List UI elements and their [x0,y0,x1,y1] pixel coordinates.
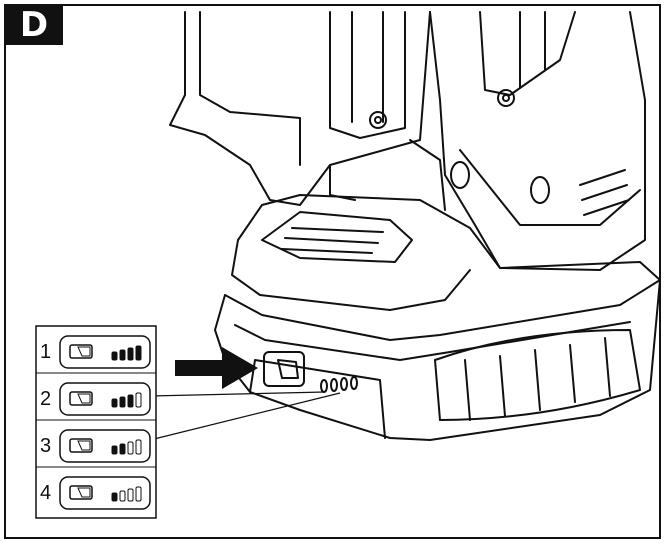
led-bar [119,443,126,455]
button-icon [69,344,93,359]
indicator-panel [59,382,151,416]
led-bar [135,345,142,361]
grip-ridges [434,337,611,421]
battery-body [214,279,661,441]
led-bar [135,439,142,455]
gauge-button [263,351,305,387]
button-icon [69,485,93,500]
indicator-number: 4 [40,482,51,504]
led-bar [127,441,134,455]
indicator-number: 3 [40,435,51,457]
led-bar [127,394,134,408]
tool-housing-left-inner [199,11,301,166]
led-bar [127,488,134,502]
figure-label-badge: D [5,5,63,45]
led-bar [111,492,118,502]
battery-leds [320,376,358,393]
indicator-row: 2 [40,382,151,416]
led-bar [119,349,126,361]
tool-housing-left [169,11,431,206]
led-bar [135,486,142,502]
tool-housing-right [429,11,646,271]
indicator-panel [59,476,151,510]
leader-lines [149,391,341,441]
screw-right [497,89,515,107]
led-bar [111,445,118,455]
indicator-number: 1 [40,341,51,363]
screw-left [369,111,387,129]
led-bar [111,398,118,408]
vent-slots [579,169,630,216]
led-bar [127,347,134,361]
button-icon [69,391,93,406]
led-bar [119,490,126,502]
led-bar [135,392,142,408]
indicator-panel [59,429,151,463]
indicator-panel [59,335,151,369]
release-latch [261,211,413,263]
indicator-row: 3 [40,429,151,463]
press-arrow [175,347,258,389]
led-bar [111,351,118,361]
button-icon [69,438,93,453]
indicator-row: 4 [40,476,151,510]
indicator-row: 1 [40,335,151,369]
indicator-number: 2 [40,388,51,410]
battery-top [237,194,661,281]
led-bar [119,396,126,408]
